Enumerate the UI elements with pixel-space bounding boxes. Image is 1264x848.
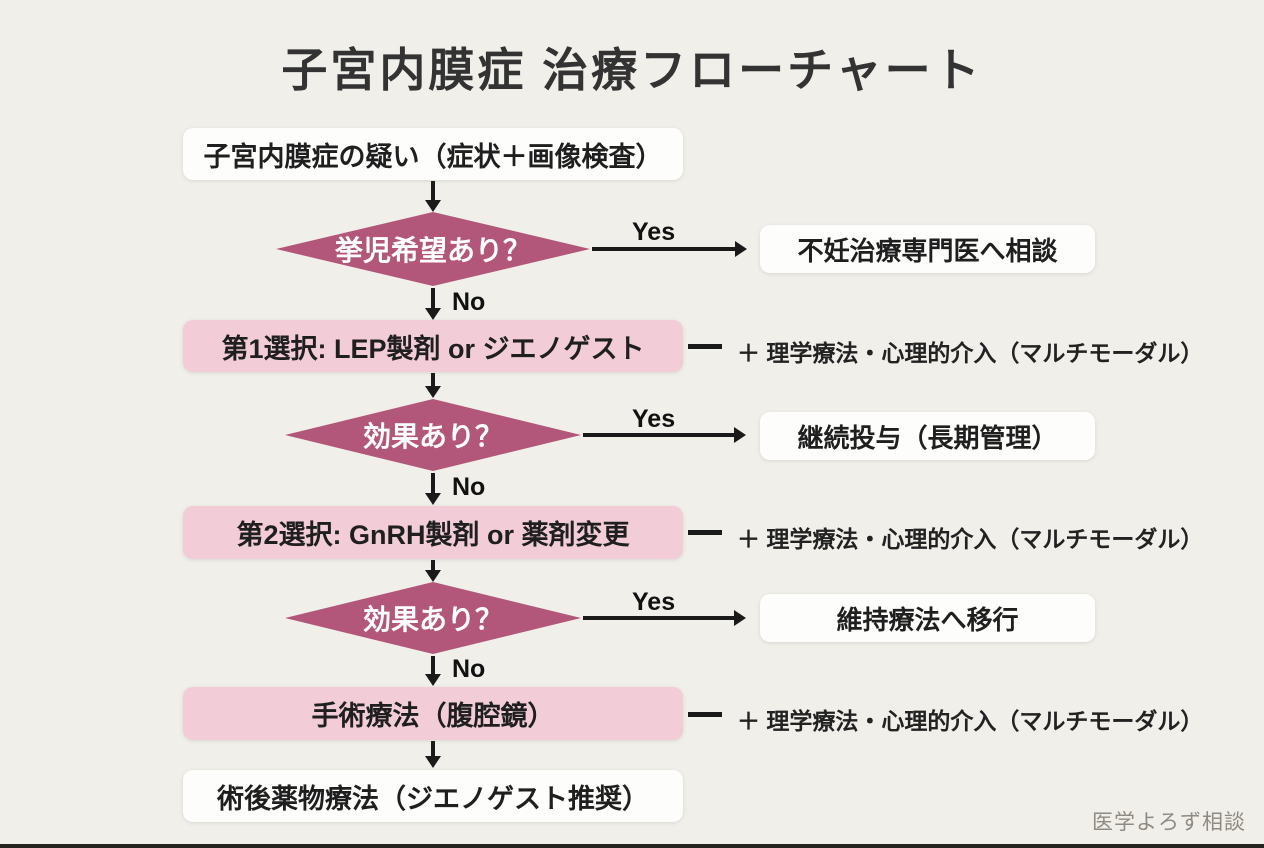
- node-second-line: 第2選択: GnRH製剤 or 薬剤変更: [183, 506, 683, 559]
- side-note-multimodal: ＋ 理学療法・心理的介入（マルチモーダル）: [737, 340, 1204, 366]
- arrow-down-icon: [425, 181, 441, 212]
- node-suspicion: 子宮内膜症の疑い（症状＋画像検査）: [183, 128, 683, 180]
- connector-line: [688, 530, 722, 535]
- node-maintenance-therapy-label: 維持療法へ移行: [836, 604, 1019, 635]
- no-label: No: [452, 655, 486, 683]
- bottom-edge-divider: [0, 844, 1264, 848]
- decision-effective-1-label: 効果あり？: [362, 421, 503, 452]
- decision-fertility-desire-label: 挙児希望あり？: [334, 235, 531, 266]
- yes-label: Yes: [632, 218, 676, 246]
- node-continue-therapy: 継続投与（長期管理）: [760, 412, 1095, 460]
- arrow-down-icon: [425, 473, 441, 505]
- yes-arrow-icon: [583, 427, 746, 443]
- decision-effective-2-label: 効果あり？: [362, 604, 503, 635]
- connector-line: [688, 344, 722, 349]
- arrow-down-icon: [425, 373, 441, 398]
- arrow-down-icon: [425, 656, 441, 686]
- node-first-line-label: 第1選択: LEP製剤 or ジエノゲスト: [221, 333, 645, 364]
- node-maintenance-therapy: 維持療法へ移行: [760, 594, 1095, 642]
- node-surgery-label: 手術療法（腹腔鏡）: [311, 701, 555, 731]
- yes-arrow-icon: [592, 241, 747, 257]
- node-surgery: 手術療法（腹腔鏡）: [183, 687, 683, 740]
- node-continue-therapy-label: 継続投与（長期管理）: [797, 422, 1058, 453]
- node-postop-medication-label: 術後薬物療法（ジエノゲスト推奨）: [217, 783, 649, 814]
- node-postop-medication: 術後薬物療法（ジエノゲスト推奨）: [183, 770, 683, 822]
- yes-label: Yes: [632, 588, 676, 616]
- decision-fertility-desire: 挙児希望あり？: [276, 212, 590, 286]
- node-consult-fertility-specialist-label: 不妊治療専門医へ相談: [797, 235, 1058, 266]
- arrow-down-icon: [425, 288, 441, 320]
- no-label: No: [452, 473, 486, 501]
- arrow-down-icon: [425, 560, 441, 582]
- node-suspicion-label: 子宮内膜症の疑い（症状＋画像検査）: [203, 141, 663, 172]
- arrow-down-icon: [425, 741, 441, 768]
- yes-label: Yes: [632, 405, 676, 433]
- yes-arrow-icon: [583, 610, 746, 626]
- decision-effective-1: 効果あり？: [285, 399, 581, 471]
- decision-effective-2: 効果あり？: [285, 582, 581, 654]
- watermark: 医学よろず相談: [1092, 811, 1246, 834]
- no-label: No: [452, 288, 486, 316]
- connector-line: [688, 712, 722, 717]
- node-consult-fertility-specialist: 不妊治療専門医へ相談: [760, 225, 1095, 273]
- node-first-line: 第1選択: LEP製剤 or ジエノゲスト: [183, 320, 683, 372]
- side-note-multimodal: ＋ 理学療法・心理的介入（マルチモーダル）: [737, 708, 1204, 734]
- side-note-multimodal: ＋ 理学療法・心理的介入（マルチモーダル）: [737, 526, 1204, 552]
- page-title: 子宮内膜症 治療フローチャート: [281, 44, 983, 96]
- node-second-line-label: 第2選択: GnRH製剤 or 薬剤変更: [236, 520, 630, 550]
